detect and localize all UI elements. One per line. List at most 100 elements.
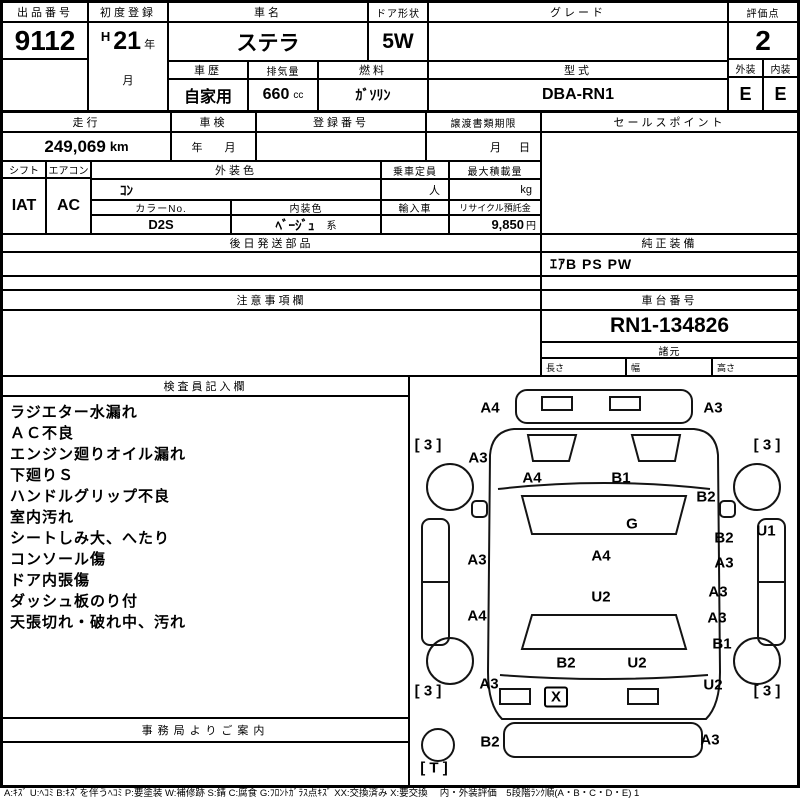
chassis-label: 車台番号 xyxy=(542,291,797,309)
later-parts-label: 後日発送部品 xyxy=(3,235,540,251)
spec-length-cell: 長さ xyxy=(542,359,625,375)
inspector-note: ドア内張傷 xyxy=(10,572,91,589)
displacement-cell: 660 cc xyxy=(249,80,317,110)
registration-no xyxy=(257,133,425,160)
damage-marker: [ 3 ] xyxy=(414,682,442,700)
recycle-label: リサイクル預託金 xyxy=(450,201,540,214)
damage-marker: G xyxy=(626,515,638,533)
spec-width-cell: 幅 xyxy=(627,359,711,375)
office-area xyxy=(3,743,408,785)
transfer-month-suffix: 月 xyxy=(490,141,501,154)
notice-area xyxy=(3,311,540,375)
first-reg-month-suffix: 月 xyxy=(122,75,134,87)
damage-marker: U1 xyxy=(756,522,776,540)
recycle-unit: 円 xyxy=(526,221,536,232)
transfer-deadline-label: 譲渡書類期限 xyxy=(427,113,540,131)
inspector-label: 検査員記入欄 xyxy=(3,377,408,395)
damage-marker: B1 xyxy=(611,469,631,487)
door-shape: 5W xyxy=(369,23,427,60)
history-value: 自家用 xyxy=(169,80,247,110)
damage-marker: A3 xyxy=(714,554,734,572)
spec-height-cell: 高さ xyxy=(713,359,797,375)
inspector-note: ハンドルグリップ不良 xyxy=(10,488,171,505)
genuine-equipment-label: 純正装備 xyxy=(542,235,797,251)
auction-no: 9112 xyxy=(3,23,87,58)
auction-no-empty-cell xyxy=(3,60,87,110)
interior-color-label: 内装色 xyxy=(232,201,380,214)
damage-marker: A4 xyxy=(480,399,500,417)
damage-marker: A3 xyxy=(467,551,487,569)
damage-marker: A4 xyxy=(467,607,487,625)
damage-marker: U2 xyxy=(627,654,647,672)
damage-marker: A3 xyxy=(708,583,728,601)
mileage-cell: 249,069 km xyxy=(3,133,170,160)
mileage-unit: km xyxy=(109,139,129,154)
damage-marker: B2 xyxy=(696,488,716,506)
model-code: DBA-RN1 xyxy=(429,80,727,110)
first-reg-label: 初度登録 xyxy=(89,3,167,21)
capacity-unit: 人 xyxy=(429,184,440,197)
shift-label: シフト xyxy=(3,162,45,177)
capacity-label: 乗車定員 xyxy=(382,162,448,178)
inspection-month-suffix: 月 xyxy=(224,141,236,154)
spec-label: 諸元 xyxy=(542,343,797,357)
genuine-equipment-value: ｴｱB PS PW xyxy=(542,253,797,275)
inspector-note: 天張切れ・破れ中、汚れ xyxy=(10,614,187,631)
damage-marker: X xyxy=(543,686,569,708)
mileage-label: 走行 xyxy=(3,113,170,131)
recycle-amount: 9,850 xyxy=(491,217,524,232)
color-no-label: カラーNo. xyxy=(92,201,230,214)
damage-marker: B2 xyxy=(714,529,734,547)
spacer-row-right xyxy=(542,277,797,289)
legend: A:ｷｽﾞ U:ﾍｺﾐ B:ｷｽﾞを伴うﾍｺﾐ P:要塗装 W:補修跡 S:錆 … xyxy=(0,788,800,800)
model-label: 型式 xyxy=(429,62,727,78)
damage-marker: [ T ] xyxy=(420,759,448,777)
inspector-note: シートしみ大、へたり xyxy=(10,530,171,547)
interior-color-value: ﾍﾞｰｼﾞｭ xyxy=(275,218,315,233)
interior-label: 内装 xyxy=(764,60,797,76)
mileage-value: 249,069 xyxy=(44,136,106,156)
displacement-value: 660 xyxy=(262,86,290,103)
car-name: ステラ xyxy=(169,23,367,60)
max-load-unit: kg xyxy=(520,183,532,196)
inspector-note: ＡＣ不良 xyxy=(10,425,75,442)
aircon-label: エアコン xyxy=(47,162,90,177)
exterior-label: 外装 xyxy=(729,60,762,76)
displacement-unit: cc xyxy=(293,89,304,101)
damage-marker: A3 xyxy=(703,399,723,417)
grade-value xyxy=(429,23,727,60)
damage-marker: B2 xyxy=(556,654,576,672)
interior-color-suffix: 系 xyxy=(326,221,337,232)
shift-value: IAT xyxy=(3,179,45,233)
exterior-color-value: ｺﾝ xyxy=(92,180,380,199)
car-name-label: 車名 xyxy=(169,3,367,21)
fuel-label: 燃料 xyxy=(319,62,427,78)
color-no-value: D2S xyxy=(92,216,230,233)
interior-color-cell: ﾍﾞｰｼﾞｭ 系 xyxy=(232,216,380,233)
damage-marker: B1 xyxy=(712,635,732,653)
sales-point-area xyxy=(542,133,797,233)
score-label: 評価点 xyxy=(729,3,797,21)
door-shape-label: ドア形状 xyxy=(369,3,427,21)
aircon-value: AC xyxy=(47,179,90,233)
inspection-label: 車検 xyxy=(172,113,255,131)
car-outline-diagram xyxy=(421,389,786,762)
fuel-value: ｶﾞｿﾘﾝ xyxy=(319,80,427,110)
displacement-label: 排気量 xyxy=(249,62,317,78)
first-reg-year-suffix: 年 xyxy=(144,39,156,51)
damage-marker: [ 3 ] xyxy=(753,682,781,700)
chassis-no: RN1-134826 xyxy=(542,311,797,341)
inspector-note: ダッシュ板のり付 xyxy=(10,593,139,610)
spacer-row-left xyxy=(3,277,540,289)
inspection-year-suffix: 年 xyxy=(191,141,203,154)
notice-label: 注意事項欄 xyxy=(3,291,540,309)
history-label: 車歴 xyxy=(169,62,247,78)
damage-marker: U2 xyxy=(703,676,723,694)
inspector-note: 下廻りＳ xyxy=(10,467,75,484)
transfer-deadline-cell: 月 日 xyxy=(427,133,540,160)
office-label: 事務局よりご案内 xyxy=(3,719,408,741)
import-label: 輸入車 xyxy=(382,201,448,214)
damage-marker: A3 xyxy=(707,609,727,627)
